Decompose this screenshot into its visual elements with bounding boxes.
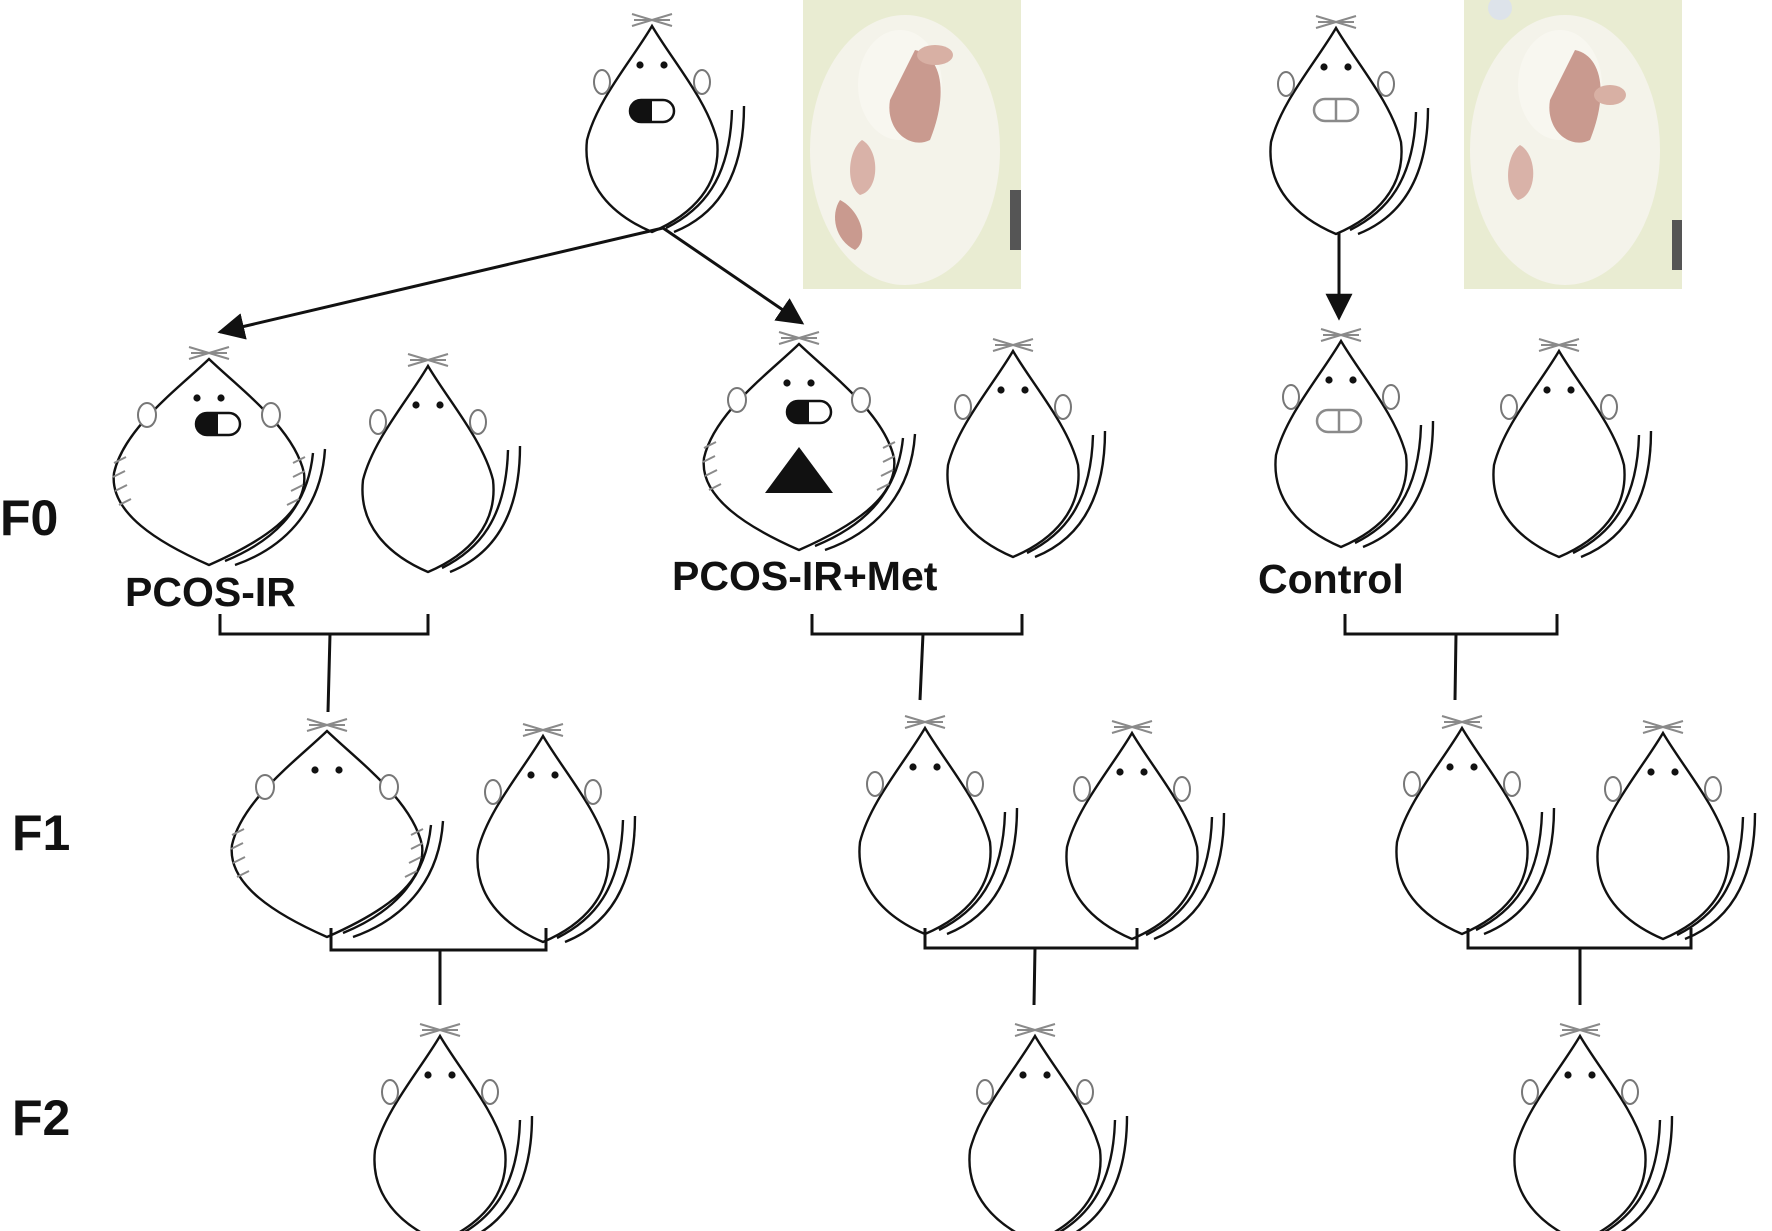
generation-label-f0: F0 [0, 490, 58, 546]
triangle-icon [765, 447, 833, 493]
bracket-f0-control [1343, 614, 1559, 701]
group-label-pcos-ir: PCOS-IR [125, 569, 296, 615]
photo-rat-control [1464, 0, 1682, 289]
f1-pcos-ir-male-rat-icon [476, 722, 637, 944]
bracket-f1-control [1466, 928, 1693, 1005]
arrow-to-pcos-ir-met [662, 226, 805, 325]
bracket-f1-pcos-ir-met [923, 928, 1139, 1006]
f1-control-female-rat-icon [1395, 714, 1556, 936]
f0-control-male-rat-icon [1492, 337, 1653, 559]
bracket-f0-pcos-ir-met [810, 614, 1024, 701]
f0-pcos-ir-male-rat-icon [361, 352, 522, 574]
f1-pcos-ir-met-female-rat-icon [858, 714, 1019, 936]
generation-label-f2: F2 [12, 1090, 70, 1146]
arrow-to-pcos-ir [217, 226, 664, 340]
f0-pcos-ir-met-female [701, 330, 917, 552]
f0-pcos-ir-met-male-rat-icon [946, 337, 1107, 559]
f2-pcos-ir-met-rat-icon [968, 1022, 1129, 1231]
capsule-icon [194, 411, 242, 437]
rat-icon [701, 330, 917, 552]
f1-control-male-rat-icon [1596, 719, 1757, 941]
f1-pcos-ir-female-rat-icon [229, 717, 445, 939]
capsule-icon [785, 399, 833, 425]
group-label-pcos-ir-met: PCOS-IR+Met [672, 553, 938, 599]
photo-rat-pcos [803, 0, 1021, 289]
rat-icon [1269, 14, 1430, 236]
rat-icon [111, 345, 327, 567]
generation-label-f1: F1 [12, 805, 70, 861]
rat-icon [1274, 327, 1435, 549]
f1-pcos-ir-met-male-rat-icon [1065, 719, 1226, 941]
capsule-icon [1315, 408, 1363, 434]
f0-control-female [1274, 327, 1435, 549]
group-label-control: Control [1258, 556, 1404, 602]
source-rat-pcos [585, 12, 746, 234]
f2-pcos-ir-rat-icon [373, 1022, 534, 1231]
source-rat-control [1269, 14, 1430, 236]
bracket-f1-pcos-ir [329, 928, 548, 1005]
capsule-icon [628, 98, 676, 124]
capsule-icon [1312, 97, 1360, 123]
f0-pcos-ir-female [111, 345, 327, 567]
bracket-f0-pcos-ir [218, 614, 430, 713]
f2-control-rat-icon [1513, 1022, 1674, 1231]
